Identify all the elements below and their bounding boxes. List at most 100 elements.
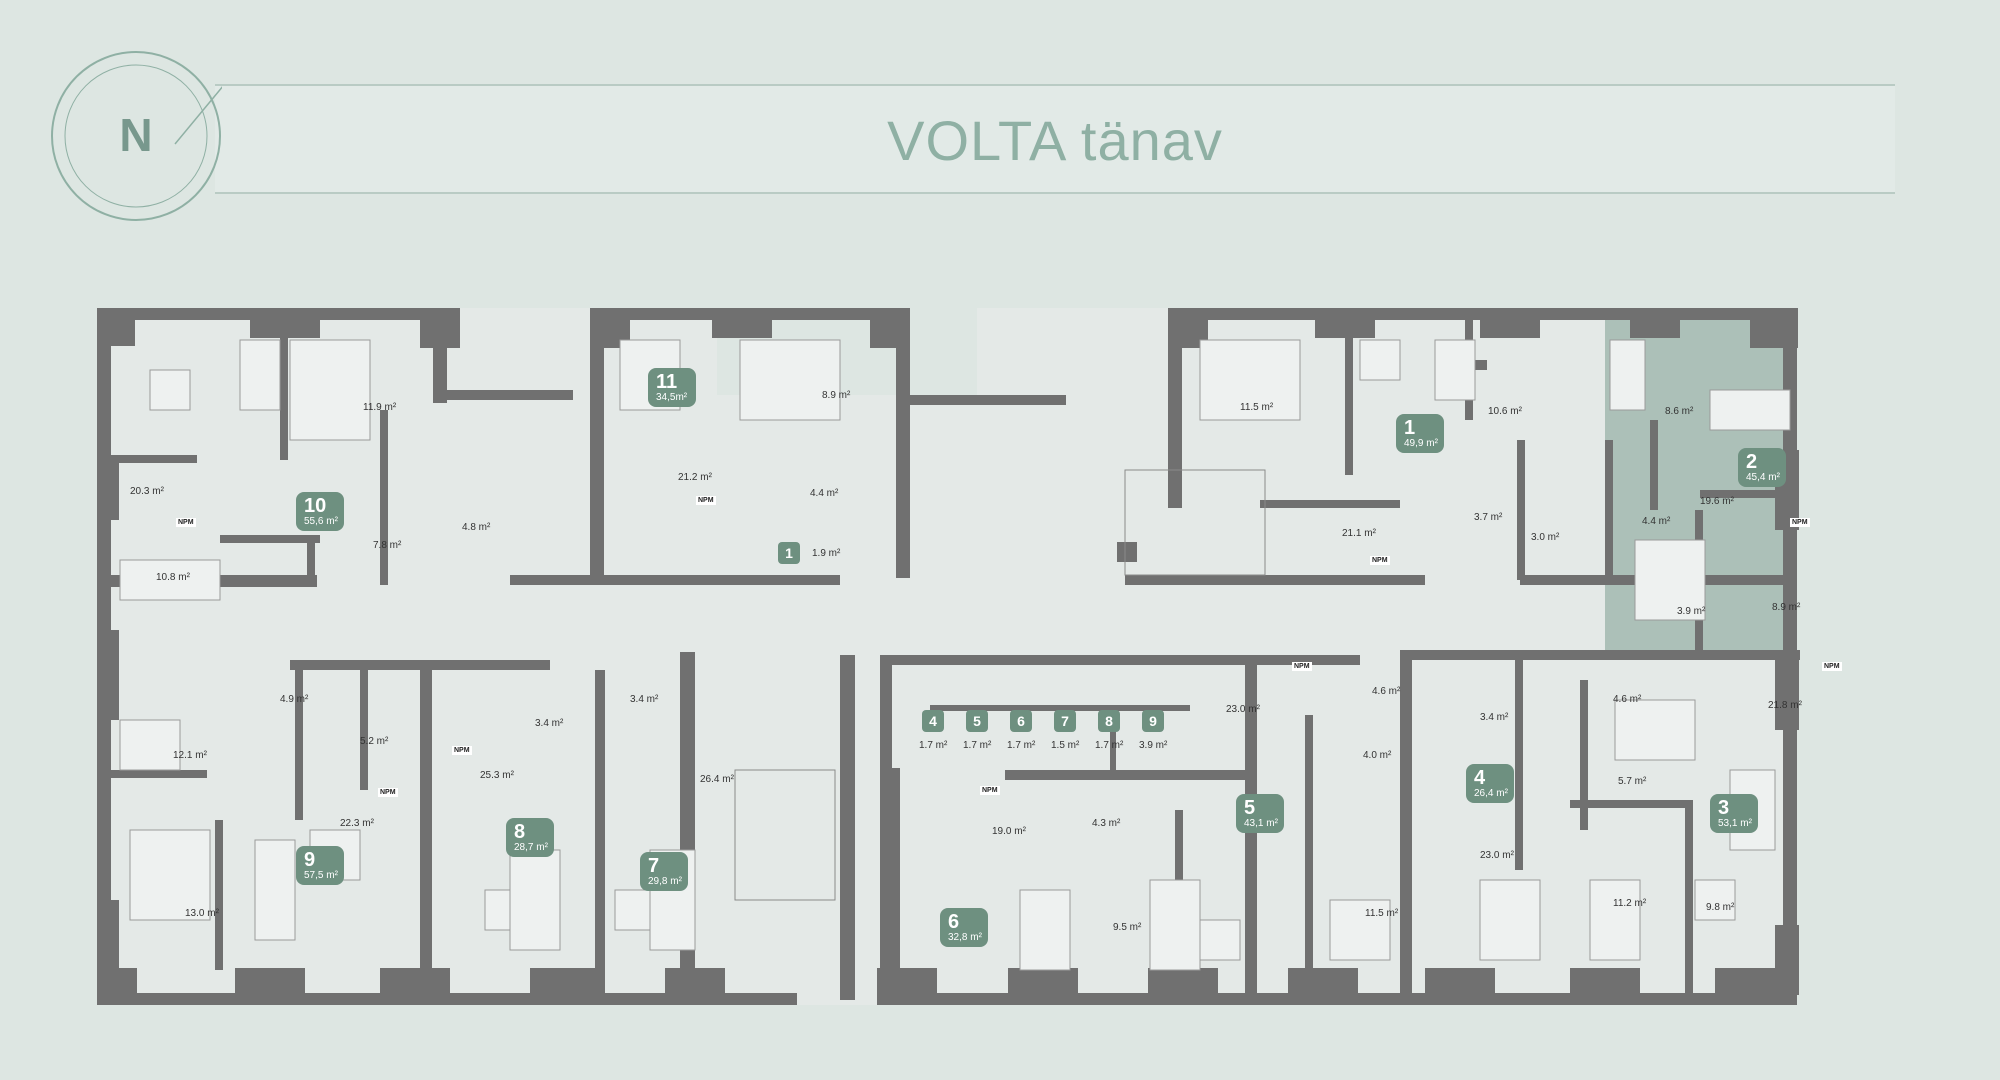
room-area: 12.1 m² [173,750,207,761]
storage-badge-8[interactable]: 8 [1098,710,1120,732]
room-area: 21.1 m² [1342,528,1376,539]
furniture [119,559,221,601]
pillar [870,308,910,348]
wall [290,660,550,670]
pillar [1750,308,1798,348]
room-area: 8.9 m² [1772,602,1801,613]
room-area: 4.6 m² [1613,694,1642,705]
room-area: 10.8 m² [156,572,190,583]
npm-label: NPM [1370,556,1390,565]
pillar [1570,968,1640,1005]
apartment-area: 28,7 m² [514,842,548,853]
wall [1110,710,1116,770]
npm-label: NPM [378,788,398,797]
furniture [614,889,656,931]
wall [433,390,573,400]
furniture [1149,879,1201,971]
storage-area: 1.5 m² [1051,740,1080,751]
furniture [1359,339,1401,381]
room-area: 21.2 m² [678,472,712,483]
wall [510,575,840,585]
room-area: 10.6 m² [1488,406,1522,417]
apartment-number: 1 [1404,417,1416,439]
storage-area: 1.7 m² [1095,740,1124,751]
furniture [1434,339,1476,401]
room-area: 11.9 m² [363,402,397,413]
apartment-area: 34,5m² [656,392,688,403]
wall [220,535,320,543]
storage-area: 1.7 m² [1007,740,1036,751]
stairs-north [1124,469,1266,576]
pillar [712,308,772,338]
storage-badge-9[interactable]: 9 [1142,710,1164,732]
apartment-area: 53,1 m² [1718,818,1752,829]
storage-badge-4[interactable]: 4 [922,710,944,732]
wall [1605,440,1613,580]
room-area: 7.8 m² [373,540,402,551]
apartment-area: 32,8 m² [948,932,982,943]
wall [1260,500,1400,508]
storage-badge-7[interactable]: 7 [1054,710,1076,732]
wall [1125,575,1425,585]
wall [1570,800,1690,808]
wall [280,320,288,460]
wall [1400,650,1412,1000]
pillar [1008,968,1078,1005]
room-area: 4.0 m² [1363,750,1392,761]
compass-north-letter: N [119,109,153,161]
apartment-number: 7 [648,855,660,877]
storage-area: 1.9 m² [812,548,841,559]
furniture [119,719,181,771]
pillar [380,968,450,1005]
storage-badge-5[interactable]: 5 [966,710,988,732]
furniture [1589,879,1641,961]
room-area: 19.0 m² [992,826,1026,837]
storage-area: 3.9 m² [1139,740,1168,751]
room-area: 3.4 m² [1480,712,1509,723]
furniture [129,829,211,921]
furniture [1199,339,1301,421]
room-area: 4.9 m² [280,694,309,705]
apartment-number: 5 [1244,797,1256,819]
apartment-area: 29,8 m² [648,876,682,887]
room-area: 3.4 m² [630,694,659,705]
storage-badge-1[interactable]: 1 [778,542,800,564]
wall [1117,542,1137,562]
wall [1685,800,1693,1000]
wall [890,768,900,968]
apartment-area: 43,1 m² [1244,818,1278,829]
floor-plan: 20.3 m² 11.9 m² 10.8 m² 7.8 m² 4.8 m² 21… [90,300,1910,1020]
wall [1650,420,1658,510]
furniture [1019,889,1071,971]
room-area: 23.0 m² [1480,850,1514,861]
pillar [1715,968,1797,1005]
storage-badge-6[interactable]: 6 [1010,710,1032,732]
room-area: 9.8 m² [1706,902,1735,913]
furniture [1614,699,1696,761]
apartment-number: 4 [1474,767,1486,789]
room-area: 3.7 m² [1474,512,1503,523]
wall [896,308,910,578]
wall [215,820,223,970]
npm-label: NPM [1790,518,1810,527]
storage-area: 1.7 m² [919,740,948,751]
wall [420,670,432,1000]
room-area: 5.7 m² [1618,776,1647,787]
stairs-south [734,769,836,901]
wall [896,395,1066,405]
pillar [235,968,305,1005]
furniture [239,339,281,411]
npm-label: NPM [176,518,196,527]
wall [97,455,197,463]
